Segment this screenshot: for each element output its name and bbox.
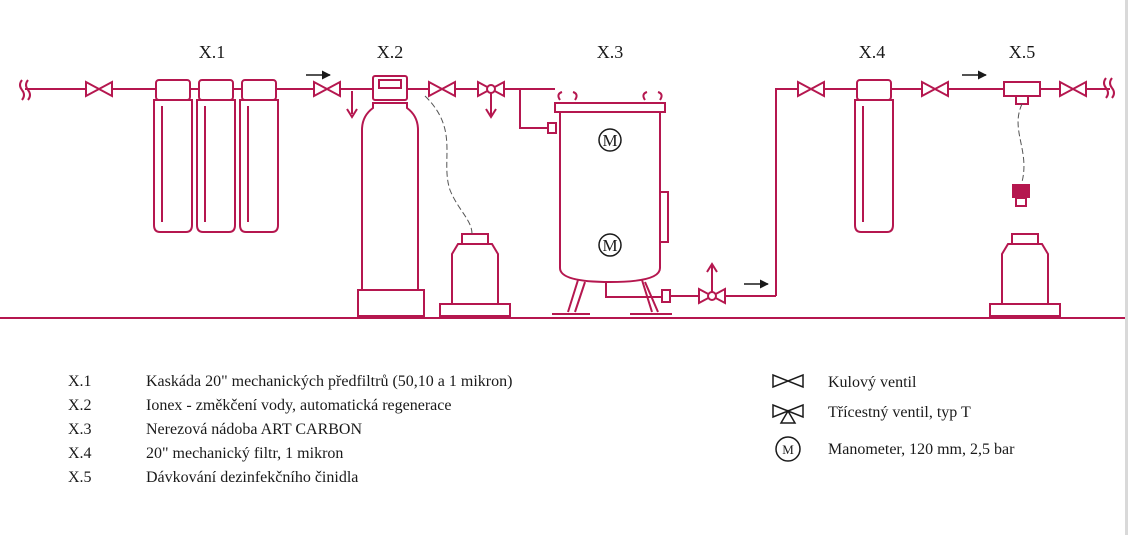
legend-text: 20" mechanický filtr, 1 mikron [146, 445, 344, 462]
manometer-label: M [602, 236, 617, 255]
dosing-pump [1012, 184, 1030, 207]
stainless-tank: M M [552, 91, 672, 315]
chemical-tank [989, 233, 1061, 317]
symbol-label: Kulový ventil [828, 374, 917, 391]
ball-valve-icon [772, 373, 804, 389]
tank-side-window [659, 191, 669, 243]
ball-valve-icon [1059, 80, 1087, 98]
symbol-legend-three-way-valve: Třícestný ventil, typ T [770, 402, 1070, 428]
prefilter-housing [153, 79, 193, 233]
legend-item: X.4 20" mechanický filtr, 1 mikron [68, 445, 628, 465]
softener-display [378, 79, 402, 89]
manometer-label: M [782, 442, 794, 457]
ball-valve-icon [85, 80, 113, 98]
tank-leg [552, 279, 590, 315]
legend-text: Kaskáda 20" mechanických předfiltrů (50,… [146, 373, 513, 390]
manometer-icon [598, 128, 622, 152]
ball-valve-icon [428, 80, 456, 98]
symbol-label: Třícestný ventil, typ T [828, 404, 971, 421]
prefilter-cascade [153, 79, 279, 233]
legend-text: Nerezová nádoba ART CARBON [146, 421, 363, 438]
legend-code: X.3 [68, 421, 92, 438]
legend-code: X.2 [68, 397, 92, 414]
three-way-valve-icon [772, 403, 804, 424]
manometer-icon: M [775, 436, 801, 462]
three-way-valve-icon [698, 262, 726, 305]
symbol-legend-manometer: M Manometer, 120 mm, 2,5 bar [770, 436, 1070, 466]
prefilter-housing [239, 79, 279, 233]
ion-exchange-softener [346, 75, 425, 317]
manometer-icon [598, 233, 622, 257]
legend-text: Dávkování dezinfekčního činidla [146, 469, 359, 486]
legend-item: X.1 Kaskáda 20" mechanických předfiltrů … [68, 373, 628, 393]
softener-base [357, 289, 425, 317]
legend-code: X.5 [68, 469, 92, 486]
softener-tank [361, 102, 419, 291]
legend-item: X.2 Ionex - změkčení vody, automatická r… [68, 397, 628, 417]
ball-valve-icon [921, 80, 949, 98]
three-way-valve-icon [477, 80, 505, 119]
dosing-injection-tee [1003, 81, 1041, 105]
symbol-label: Manometer, 120 mm, 2,5 bar [828, 441, 1015, 458]
mechanical-filter [854, 79, 894, 233]
ball-valve-icon [313, 80, 341, 98]
legend-text: Ionex - změkčení vody, automatická regen… [146, 397, 452, 414]
symbol-legend-ball-valve: Kulový ventil [770, 372, 1070, 396]
dosing-line [1017, 103, 1025, 183]
legend-item: X.5 Dávkování dezinfekčního činidla [68, 469, 628, 489]
pipe-to-tank [519, 89, 555, 129]
legend-code: X.4 [68, 445, 92, 462]
brine-tank [439, 233, 511, 317]
section-label-x3: X.3 [597, 42, 624, 62]
scrollbar-edge [1125, 0, 1128, 535]
tank-inlet-fitting [547, 122, 557, 134]
prefilter-housing [196, 79, 236, 233]
section-label-x5: X.5 [1009, 42, 1036, 62]
section-label-x4: X.4 [859, 42, 886, 62]
legend-code: X.1 [68, 373, 92, 390]
manometer-label: M [602, 131, 617, 150]
ball-valve-icon [797, 80, 825, 98]
brine-line [424, 95, 473, 235]
section-label-x2: X.2 [377, 42, 404, 62]
tank-body [559, 111, 661, 284]
main-pipe-outlet [775, 88, 1110, 296]
legend: X.1 Kaskáda 20" mechanických předfiltrů … [68, 373, 628, 493]
section-label-x1: X.1 [199, 42, 226, 62]
legend-item: X.3 Nerezová nádoba ART CARBON [68, 421, 628, 441]
tank-lid [554, 102, 666, 113]
